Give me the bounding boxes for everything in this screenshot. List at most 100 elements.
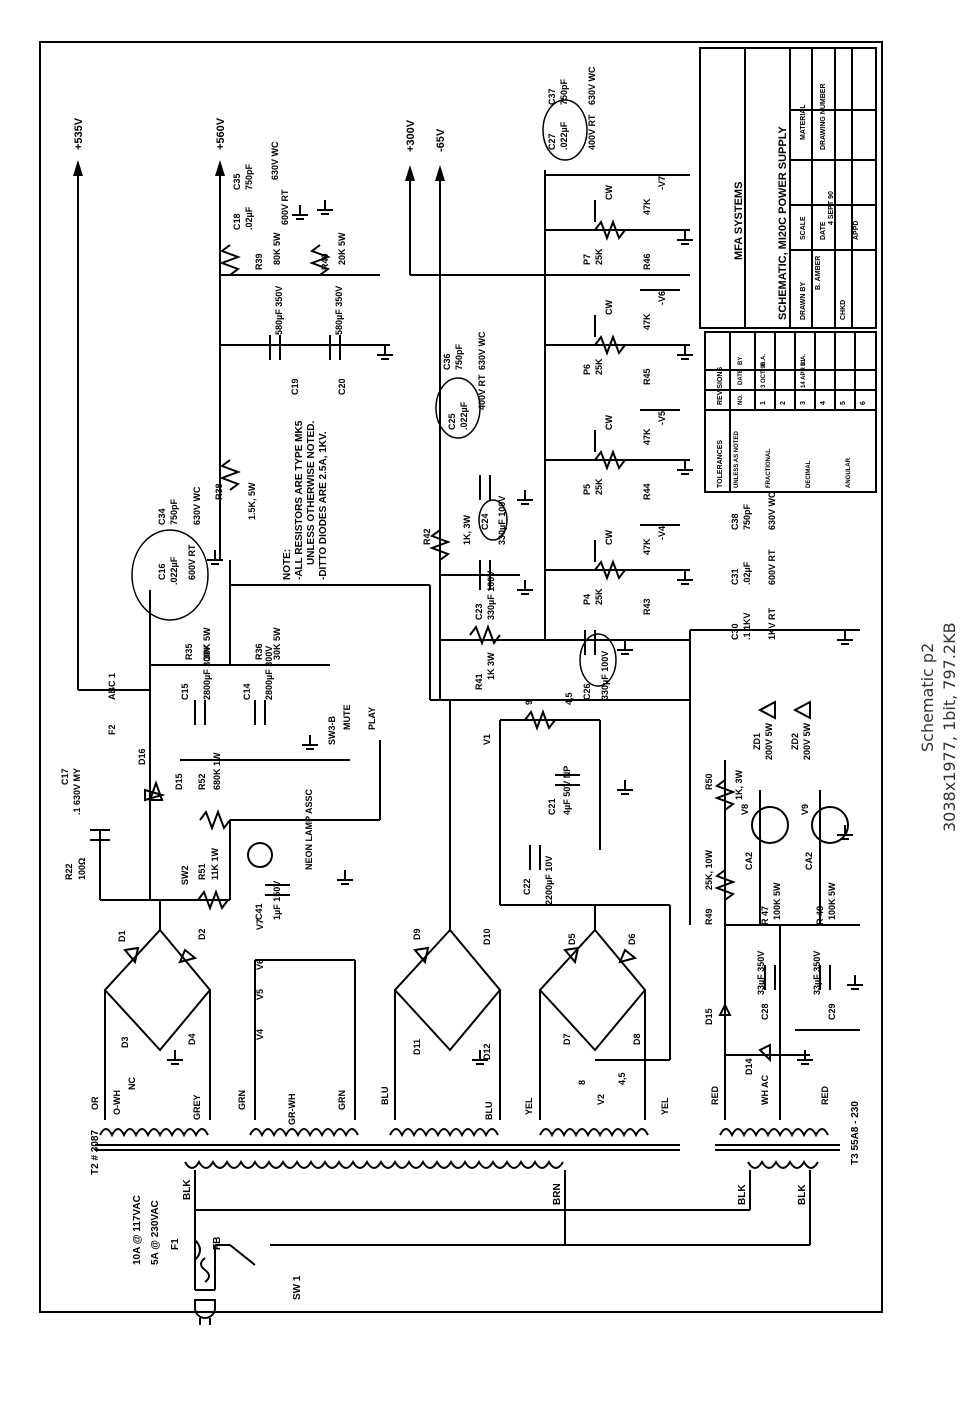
label-c38-value: 750pF (742, 503, 752, 530)
label-c25: C25 (447, 413, 457, 430)
label-c37: C37 (547, 88, 557, 105)
label-mute: MUTE (342, 705, 352, 731)
label-d8: D8 (632, 1033, 642, 1045)
label-v5-tap: V5 (255, 989, 265, 1000)
rail-neg65v-label: -65V (435, 128, 447, 152)
rev-row-3-no: 3 (800, 401, 807, 405)
label-neg-v6: -V6 (657, 291, 667, 305)
label-r43-value: 47K (642, 538, 652, 555)
label-cw-4: CW (604, 530, 614, 545)
label-r43: R43 (642, 598, 652, 615)
label-r41-value: 1K 3W (486, 652, 496, 680)
label-c28: C28 (760, 1003, 770, 1020)
rail-535v-label: +535V (73, 117, 85, 150)
label-r36-value: 30K 5W (272, 627, 282, 660)
label-red-wire: RED (710, 1085, 720, 1105)
rev-row-1-no: 1 (760, 401, 767, 405)
label-cw-6: CW (604, 300, 614, 315)
rev-row-6-no: 6 (860, 401, 867, 405)
label-c24-value: 330µF 100V (497, 496, 507, 545)
date-value: 4 SEPT 90 (828, 191, 835, 225)
label-neg-v5: -V5 (657, 411, 667, 425)
rev-row-5-no: 5 (840, 401, 847, 405)
wire-brn: BRN (552, 1183, 563, 1205)
label-o-wh: O-WH (112, 1090, 122, 1115)
rev-row-4-no: 4 (820, 401, 827, 405)
label-wh-ac: WH AC (760, 1074, 770, 1105)
label-d4: D4 (187, 1033, 197, 1045)
label-630v-wc-4: 630V WC (192, 486, 202, 525)
label-c29-value: 33µF 350V (812, 951, 822, 995)
note-head: NOTE: (282, 549, 293, 580)
appd-label: APPD (853, 221, 860, 240)
label-abc1: ABC 1 (107, 673, 117, 700)
label-p6: P6 (582, 364, 592, 375)
label-d12: D12 (482, 1043, 492, 1060)
label-1kv-rt: 1KV RT (767, 607, 777, 640)
label-d7: D7 (562, 1033, 572, 1045)
label-c27: C27 (547, 133, 557, 150)
label-d10: D10 (482, 928, 492, 945)
label-grn-2: GRN (337, 1090, 347, 1110)
label-c24: C24 (480, 513, 490, 530)
mains-rating-230: 5A @ 230VAC (150, 1200, 161, 1265)
label-630v-wc-2: 630V WC (477, 331, 487, 370)
label-c22: C22 (522, 878, 532, 895)
label-r38: R38 (214, 483, 224, 500)
bridge-d1-d4 (103, 928, 212, 1052)
label-zd1-value: 200V 5W (764, 722, 774, 760)
label-cw-5: CW (604, 415, 614, 430)
tolerances-label: TOLERANCES (717, 440, 724, 488)
label-c27-value: .022µF (559, 121, 569, 150)
label-yel-2: YEL (660, 1097, 670, 1115)
label-c36: C36 (442, 353, 452, 370)
label-c17: C17 (60, 768, 70, 785)
circled-groups (131, 99, 617, 687)
label-c18-value: .02µF (244, 206, 254, 230)
label-d16: D16 (137, 748, 147, 765)
label-r42: R42 (422, 528, 432, 545)
label-d3: D3 (120, 1036, 130, 1048)
label-600v-rt-3: 600V RT (280, 189, 290, 225)
label-blu-1: BLU (380, 1087, 390, 1106)
label-v4-tap: V4 (255, 1029, 265, 1040)
diode-symbols (123, 700, 811, 1063)
label-p7: P7 (582, 254, 592, 265)
label-v1-tap-a: 9 (524, 700, 534, 705)
rev-row-1-by: B.A. (761, 354, 767, 366)
label-p4: P4 (582, 594, 592, 605)
wire-blk-3: BLK (797, 1184, 808, 1205)
label-zd1: ZD1 (752, 733, 762, 750)
label-d6: D6 (627, 933, 637, 945)
drawing-number-label: DRAWING NUMBER (820, 84, 827, 151)
label-grn: GRN (237, 1090, 247, 1110)
decimal-label: DECIMAL (806, 460, 812, 488)
label-play: PLAY (367, 707, 377, 730)
label-c22-value: 2200µF 10V (544, 856, 554, 905)
label-r48-value: 100K 5W (827, 882, 837, 920)
label-cw-7: CW (604, 185, 614, 200)
rev-header-date: DATE (738, 369, 744, 385)
fuse-fb-label: FB (212, 1237, 223, 1250)
wire-blk-2: BLK (737, 1184, 748, 1205)
label-neon-lamp: NEON LAMP ASSC (304, 788, 314, 870)
label-red-wire-2: RED (820, 1085, 830, 1105)
label-neg-v4: -V4 (657, 526, 667, 540)
label-sw3b: SW3-B (327, 716, 337, 746)
label-c17-value: .1 630V MY (72, 768, 82, 815)
label-r47-value: 100K 5W (772, 882, 782, 920)
label-r41: R41 (474, 673, 484, 690)
ground-symbols (167, 200, 863, 1065)
capacitor-symbols (90, 335, 831, 990)
mains-rating-117: 10A @ 117VAC (132, 1195, 143, 1265)
label-c36-value: 750pF (454, 343, 464, 370)
label-gr-wh: GR-WH (287, 1094, 297, 1126)
label-r40: R40 (320, 253, 330, 270)
label-400v-rt-2: 400V RT (587, 114, 597, 150)
label-c34-value: 750pF (169, 498, 179, 525)
chkd-label: CHKD (840, 300, 847, 320)
label-v1-tap-b: 4,5 (564, 692, 574, 705)
label-c41: C41 (254, 903, 264, 920)
label-c30-value: .1 1KV (742, 612, 752, 640)
label-ca2-a: CA2 (744, 852, 754, 870)
